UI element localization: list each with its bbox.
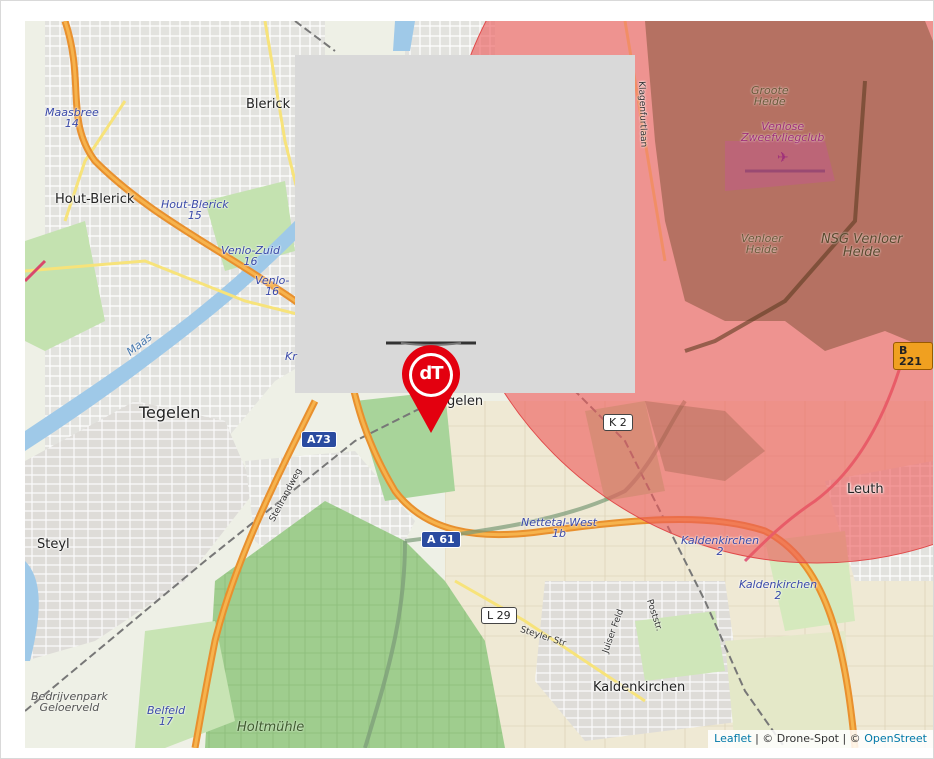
exit-kaldenkirchen-a: Kaldenkirchen 2: [681, 534, 760, 558]
marker-logo: dT: [419, 363, 443, 384]
map-attribution: Leaflet | © Drone-Spot | © OpenStreet: [708, 730, 933, 748]
exit-hout-blerick: Hout-Blerick 15: [161, 198, 229, 222]
label-klagenfurtlaan: Klagenfurtlaan: [636, 80, 649, 148]
label-tegelen: Tegelen: [139, 403, 201, 422]
marker-pin-icon: [386, 341, 476, 433]
exit-venlo-partial: Venlo- 16: [255, 274, 290, 298]
attribution-text: | © Drone-Spot | ©: [751, 732, 865, 745]
map-view[interactable]: Blerick Hout-Blerick Tegelen Steyl Kalde…: [25, 21, 933, 748]
shield-k2: K 2: [603, 414, 633, 431]
label-hout-blerick: Hout-Blerick: [55, 192, 135, 207]
shield-a61: A 61: [421, 531, 461, 548]
exit-nettetal-west: Nettetal-West 1b: [521, 516, 597, 540]
shield-a73: A73: [301, 431, 337, 448]
leaflet-link[interactable]: Leaflet: [714, 732, 752, 745]
label-kr-partial: Kr: [285, 350, 297, 363]
label-bedrijvenpark: Bedrijvenpark Geloerveld: [31, 690, 108, 714]
exit-belfeld: Belfeld 17: [147, 704, 186, 728]
label-kaldenkirchen: Kaldenkirchen: [593, 680, 686, 695]
shield-b221: B 221: [893, 342, 933, 370]
exit-kaldenkirchen-b: Kaldenkirchen 2: [739, 578, 818, 602]
drone-spot-marker[interactable]: dT: [386, 339, 476, 439]
label-holtmuhle: Holtmühle: [237, 720, 305, 735]
label-venlose-zweefvliegclub: Venlose Zweefvliegclub: [741, 120, 825, 144]
airfield-icon: ✈: [777, 150, 789, 166]
overlay-tile: [295, 55, 635, 393]
exit-maasbree: Maasbree 14: [45, 106, 99, 130]
exit-venlo-zuid: Venlo-Zuid 16: [221, 244, 280, 268]
openstreetmap-link[interactable]: OpenStreet: [864, 732, 927, 745]
label-blerick: Blerick: [246, 97, 291, 112]
label-venloer-heide: Venloer Heide: [741, 232, 783, 256]
label-leuth: Leuth: [847, 482, 884, 497]
label-nsg-venloer-heide: NSG Venloer Heide: [821, 232, 903, 260]
label-steyl: Steyl: [37, 537, 70, 552]
label-groote-heide: Groote Heide: [751, 84, 789, 108]
shield-l29: L 29: [481, 607, 517, 624]
